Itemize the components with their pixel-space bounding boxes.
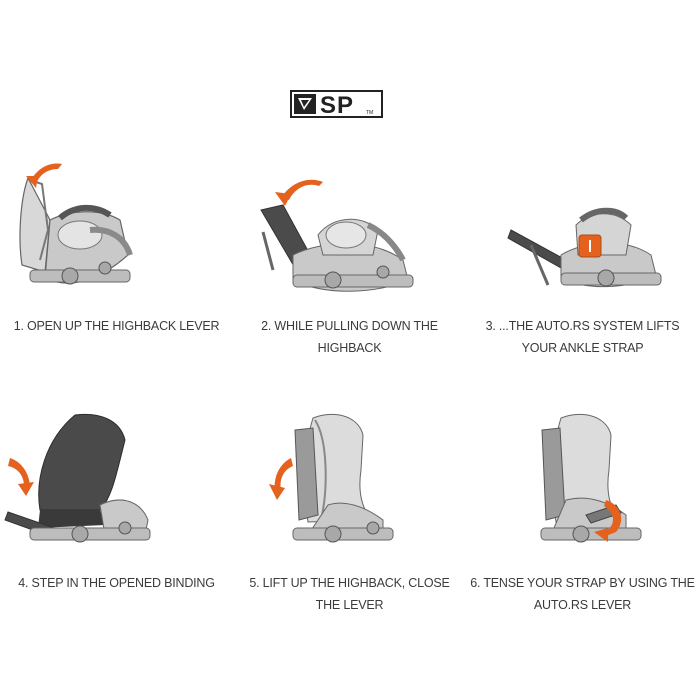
binding-illustration-5 <box>269 413 394 543</box>
step-caption: 4. STEP IN THE OPENED BINDING <box>18 576 215 590</box>
binding-illustration-6 <box>540 413 642 543</box>
orange-arrow <box>274 458 293 492</box>
orange-arrow <box>8 458 30 488</box>
logo-text: SP <box>320 92 354 118</box>
step-caption: 2. WHILE PULLING DOWN THE HIGHBACK <box>261 319 438 355</box>
binding-illustration-2 <box>260 179 414 292</box>
binding-illustration-1 <box>19 163 133 285</box>
step-caption: 6. TENSE YOUR STRAP BY USING THE AUTO.RS… <box>470 576 695 612</box>
trademark: TM <box>366 110 373 116</box>
sp-logo: SP TM <box>290 90 383 118</box>
step-caption: 3. ...THE AUTO.RS SYSTEM LIFTS YOUR ANKL… <box>485 319 680 355</box>
orange-arrow <box>601 500 622 538</box>
orange-arrow <box>30 163 62 184</box>
binding-illustration-4 <box>4 413 151 543</box>
orange-arrow <box>281 179 323 200</box>
binding-illustration-3 <box>507 207 662 288</box>
step-caption: 1. OPEN UP THE HIGHBACK LEVER <box>13 319 220 333</box>
step-caption: 5. LIFT UP THE HIGHBACK, CLOSE THE LEVER <box>249 576 450 612</box>
